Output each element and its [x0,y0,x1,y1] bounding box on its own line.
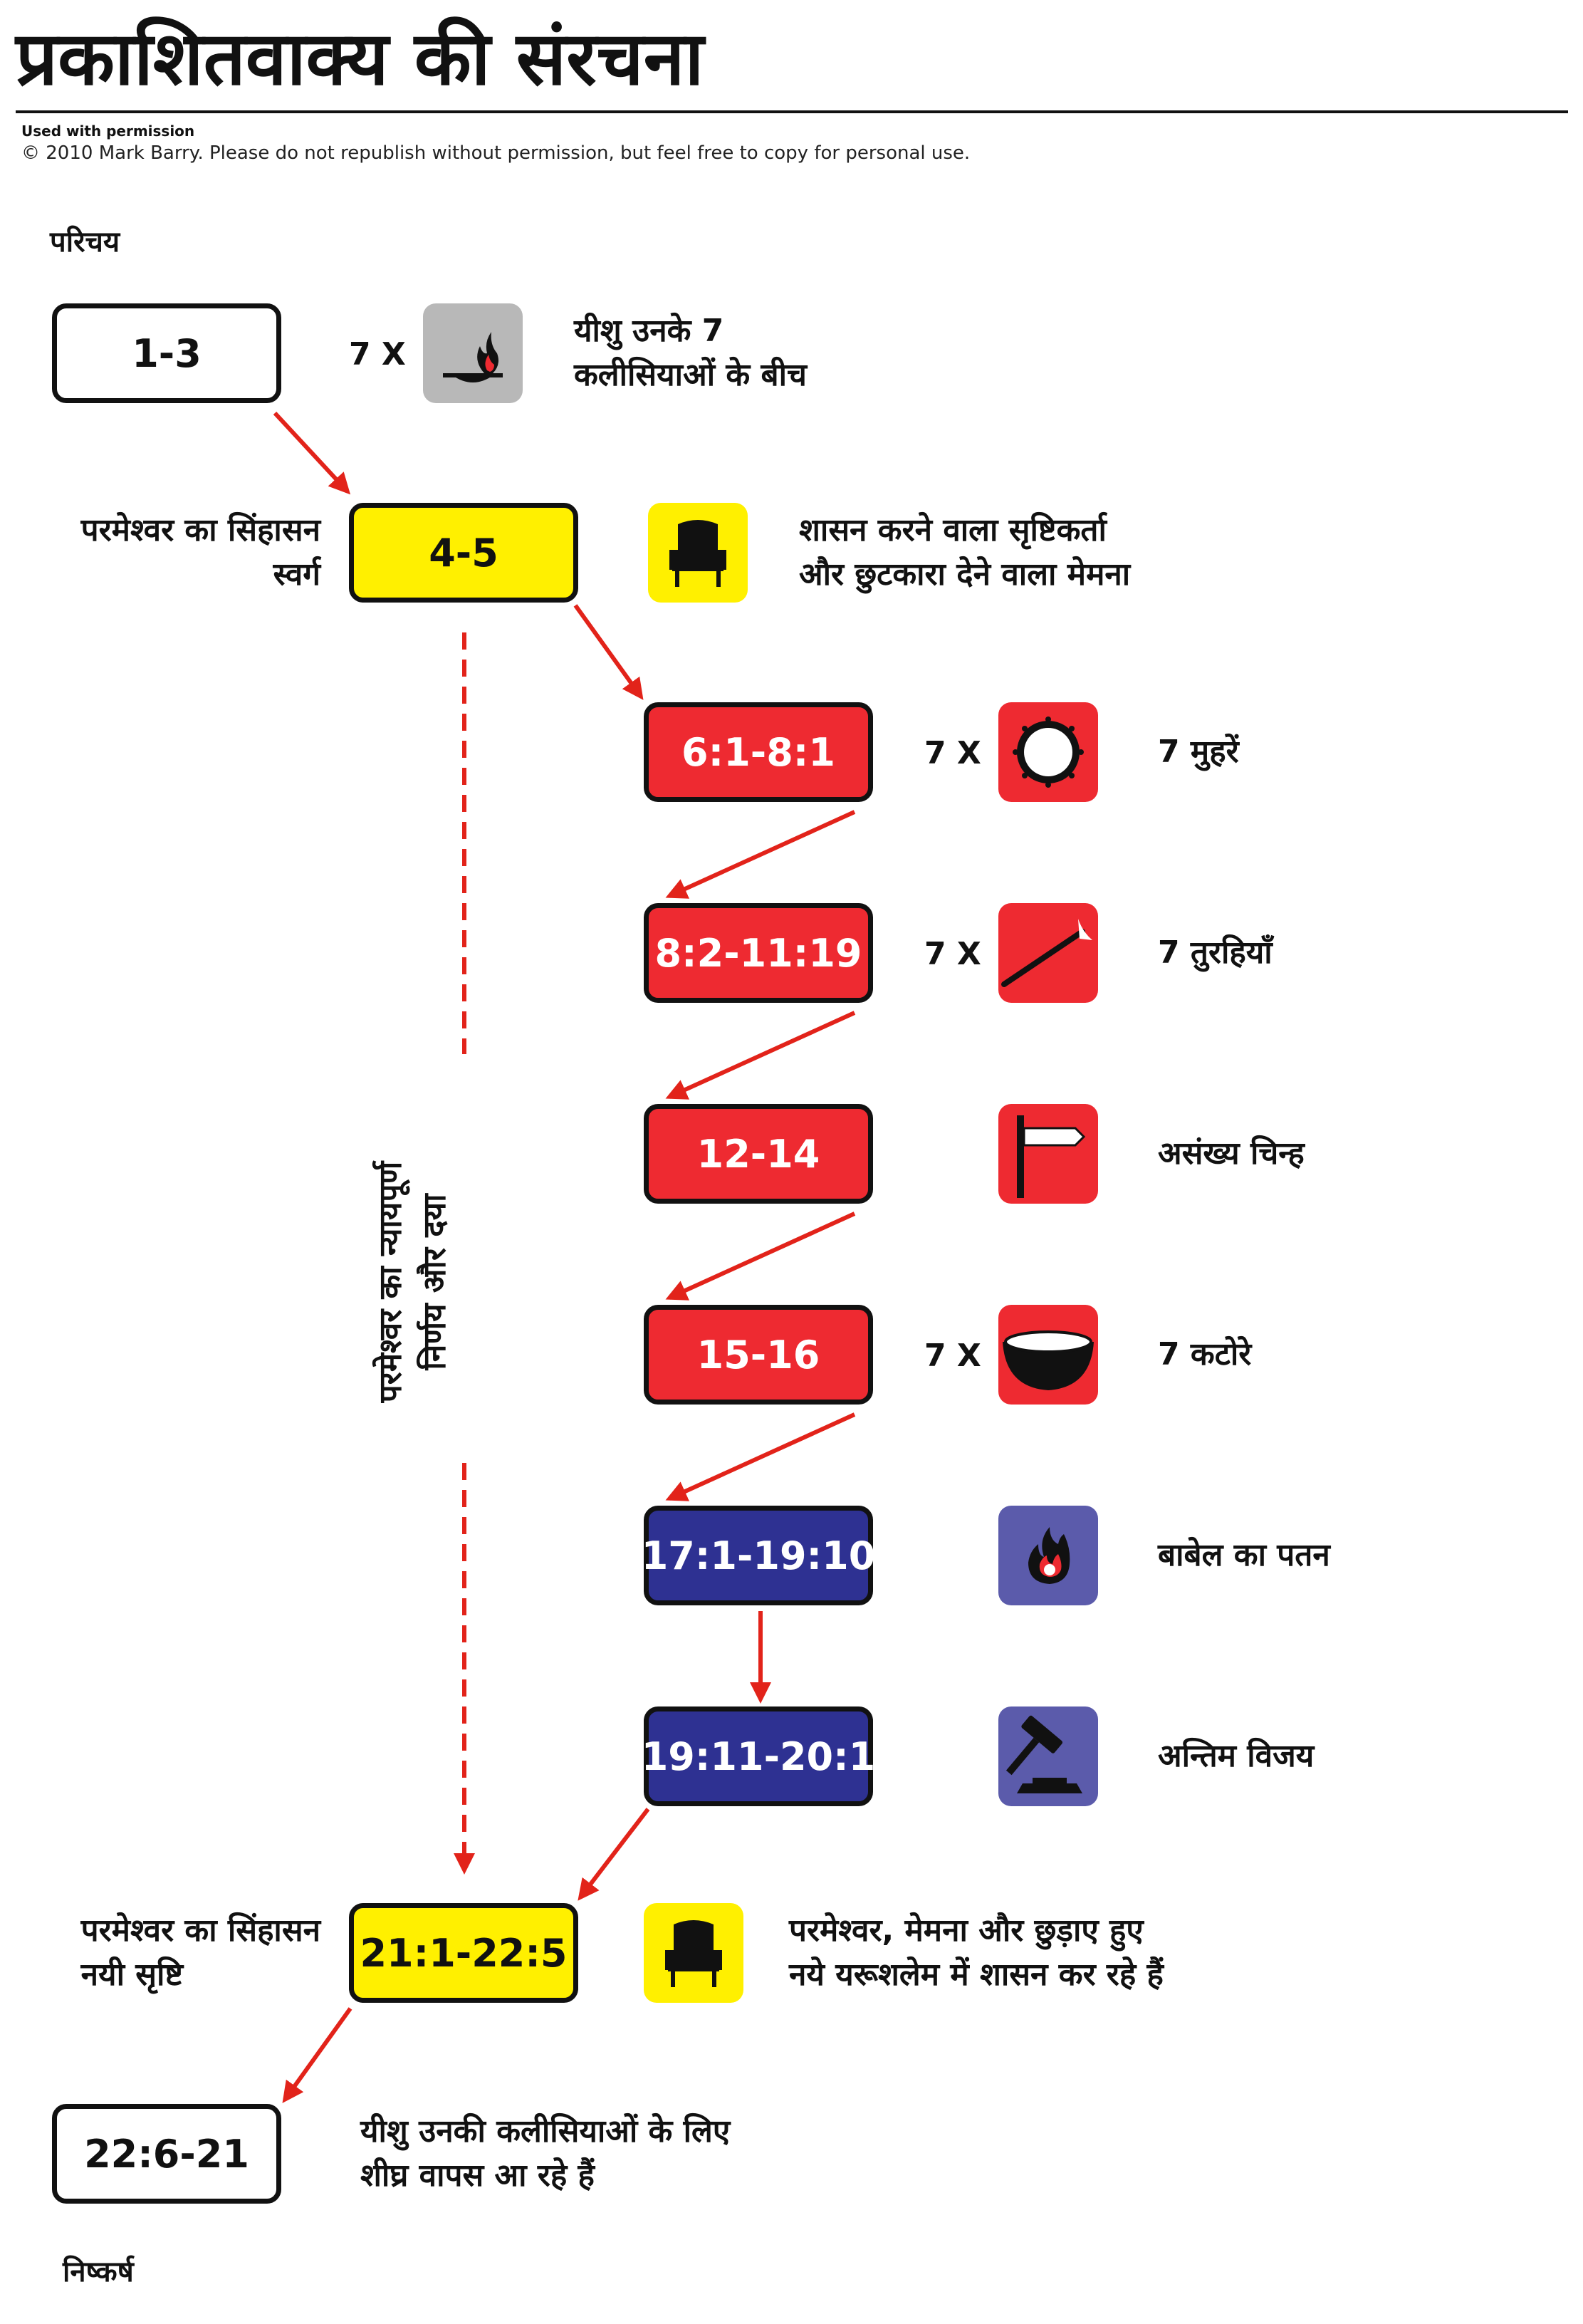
section-box-4-5: 4-5 [349,503,578,603]
arrow-seals-to-trumpets [665,810,856,899]
page-title: प्रकाशितवाक्य की संरचना [16,15,704,102]
side-4-5-line-2: स्वर्ग [273,556,320,593]
section-box-1-3: 1-3 [52,303,281,403]
bowl-icon [998,1305,1098,1405]
desc-babylon: बाबेल का पतन [1158,1537,1330,1573]
desc-new-creation-line-1: परमेश्वर, मेमना और छुड़ाए हुए [789,1912,1144,1949]
permission-note: Used with permission [21,123,195,140]
burning-city-icon [998,1506,1098,1605]
desc-1-3: यीशु उनके 7 कलीसियाओं के बीच [574,309,807,397]
throne-icon [644,1903,743,2003]
desc-bowls: 7 कटोरे [1158,1336,1252,1372]
side-label-4-5: परमेश्वर का सिंहासन स्वर्ग [81,509,320,597]
section-box-22-6-21: 22:6-21 [52,2104,281,2204]
signpost-icon [998,1104,1098,1204]
desc-1-3-line-2: कलीसियाओं के बीच [574,357,807,393]
section-box-21-1-22-5: 21:1-22:5 [349,1903,578,2003]
desc-new-creation: परमेश्वर, मेमना और छुड़ाए हुए नये यरूशले… [789,1909,1164,1997]
arrow-signs-to-bowls [665,1211,856,1301]
conclusion-label: निष्कर्ष [63,2256,134,2288]
side-4-5-line-1: परमेश्वर का सिंहासन [80,512,320,548]
desc-new-creation-line-2: नये यरूशलेम में शासन कर रहे हैं [789,1956,1164,1993]
arrow-new-creation-to-conclusion [282,2007,352,2103]
arrow-victory-to-new-creation [578,1808,650,1901]
section-box-8-2-11-19: 8:2-11:19 [644,903,873,1003]
throne-icon [648,503,748,603]
desc-conclusion-line-1: यीशु उनकी कलीसियाओं के लिए [360,2113,731,2150]
desc-conclusion-line-2: शीघ्र वापस आ रहे हैं [360,2157,595,2194]
desc-seals: 7 मुहरें [1158,734,1239,770]
judgment-mercy-line-1: परमेश्वर का न्यायपूर्ण [372,1161,409,1403]
gavel-icon [998,1706,1098,1806]
section-box-19-11-20-1: 19:11-20:1 [642,1706,875,1806]
intro-label: परिचय [50,226,120,259]
section-box-17-1-19-10: 17:1-19:10 [642,1506,875,1605]
section-box-6-1-8-1: 6:1-8:1 [644,702,873,802]
multiplier-seals: 7 X [924,735,981,771]
desc-signs: असंख्य चिन्ह [1158,1135,1305,1172]
multiplier-bowls: 7 X [924,1338,981,1374]
lamp-icon [423,303,523,403]
desc-victory: अन्तिम विजय [1158,1738,1315,1774]
arrow-4-5-to-6-1 [573,604,644,700]
multiplier-1-3: 7 X [349,336,406,372]
seal-icon [998,702,1098,802]
side-label-21-1-22-5: परमेश्वर का सिंहासन नयी सृष्टि [81,1909,320,1997]
side-21-1-line-1: परमेश्वर का सिंहासन [80,1912,320,1949]
section-box-15-16: 15-16 [644,1305,873,1405]
arrow-bowls-to-babylon [665,1412,856,1501]
section-box-12-14: 12-14 [644,1104,873,1204]
trumpet-icon [998,903,1098,1003]
desc-1-3-line-1: यीशु उनके 7 [574,313,724,349]
desc-4-5-line-2: और छुटकारा देने वाला मेमना [799,556,1131,593]
arrow-1-3-to-4-5 [273,411,351,495]
multiplier-trumpets: 7 X [924,936,981,972]
judgment-mercy-line-2: निर्णय और दया [417,1194,453,1370]
side-21-1-line-2: नयी सृष्टि [80,1956,184,1993]
desc-conclusion: यीशु उनकी कलीसियाओं के लिए शीघ्र वापस आ … [360,2110,730,2198]
desc-4-5: शासन करने वाला सृष्टिकर्ता और छुटकारा दे… [799,509,1130,597]
copyright-note: © 2010 Mark Barry. Please do not republi… [21,142,971,164]
desc-4-5-line-1: शासन करने वाला सृष्टिकर्ता [799,512,1107,548]
title-divider [16,110,1568,113]
desc-trumpets: 7 तुरहियाँ [1158,934,1273,971]
arrow-trumpets-to-signs [665,1011,856,1100]
